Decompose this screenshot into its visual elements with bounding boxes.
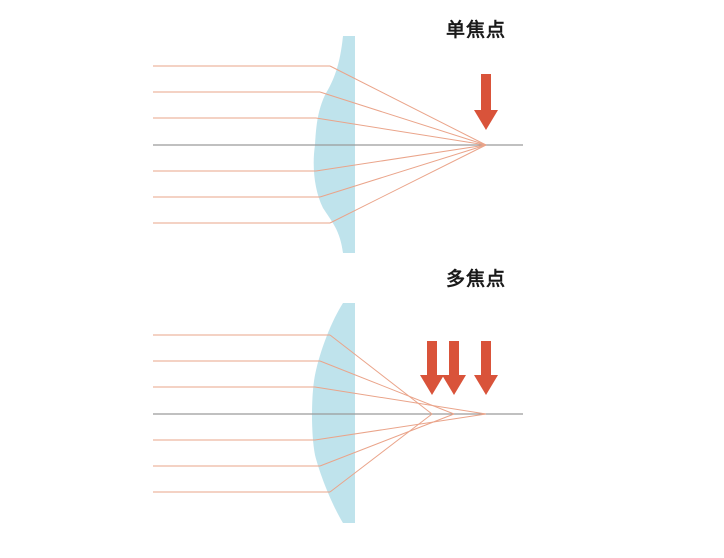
multifocal-lens [312,303,355,523]
single-focus-label: 单焦点 [446,19,507,41]
focus-arrow [474,74,498,130]
multi-focus-label: 多焦点 [446,268,507,290]
incoming-rays [153,65,330,224]
refracted-rays [315,65,487,224]
focus-arrow-mid [442,341,466,395]
focus-arrow-near [420,341,444,395]
refracted-rays [314,334,487,493]
focus-arrow-far [474,341,498,395]
incoming-rays [153,334,330,493]
single-focus-diagram [153,36,523,253]
multi-focus-diagram [153,303,523,523]
